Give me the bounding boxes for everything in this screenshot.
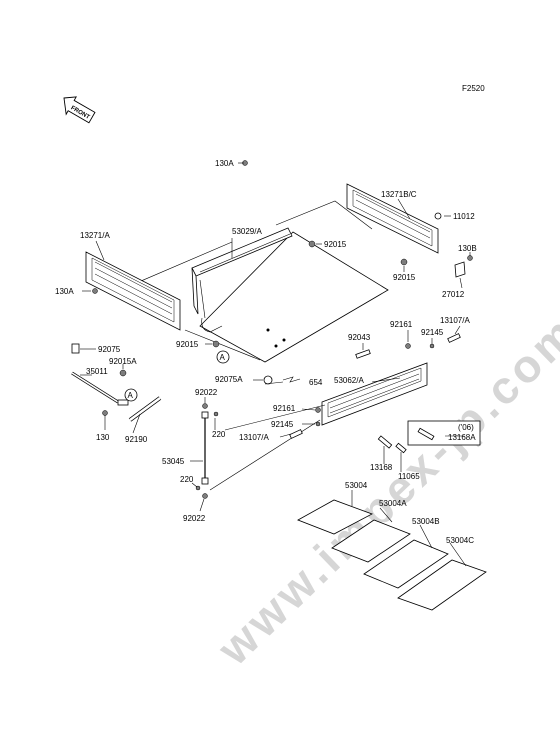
part-label[interactable]: 13168 — [370, 463, 393, 472]
clip-11012-icon — [434, 212, 442, 220]
part-label[interactable]: 53004B — [412, 517, 440, 526]
left-side-panel — [85, 251, 181, 331]
part-label[interactable]: 92015 — [393, 273, 416, 282]
part-label[interactable]: 92075A — [215, 375, 243, 384]
part-label[interactable]: 130 — [96, 433, 110, 442]
cap-92075-icon — [71, 343, 80, 354]
floor-mat-53004C — [397, 559, 487, 611]
stay-rod — [71, 371, 129, 406]
part-label[interactable]: 13271/A — [80, 231, 110, 240]
part-label[interactable]: 92190 — [125, 435, 148, 444]
part-label[interactable]: 92015 — [176, 340, 199, 349]
part-label[interactable]: 53004A — [379, 499, 407, 508]
leader-lines — [80, 162, 471, 567]
nut-92015-center-icon — [308, 240, 316, 248]
part-label[interactable]: 92161 — [390, 320, 413, 329]
bolt-92161-bottom-icon — [315, 407, 321, 413]
part-label[interactable]: 53062/A — [334, 376, 364, 385]
reference-mark-upper: A — [216, 350, 230, 364]
nut-92015-right-icon — [400, 258, 408, 266]
right-side-panel — [346, 183, 439, 254]
front-arrow-icon: FRONT — [63, 96, 96, 124]
part-label[interactable]: 220 — [180, 475, 194, 484]
reference-mark-lower-label: A — [128, 391, 134, 400]
floor-mat-53004B — [363, 539, 449, 589]
bolt-130A-left-icon — [92, 288, 98, 294]
pin-13168-icon — [377, 435, 393, 449]
part-label[interactable]: 13271B/C — [381, 190, 417, 199]
reference-mark-upper-label: A — [220, 353, 226, 362]
spring-654-icon — [282, 376, 301, 383]
floor-mat-53004A — [331, 519, 411, 563]
part-label[interactable]: 53045 — [162, 457, 185, 466]
part-label[interactable]: 92145 — [271, 420, 294, 429]
mat-variant-box: ('06) — [407, 420, 481, 446]
part-label[interactable]: 130A — [55, 287, 74, 296]
bolt-130B-icon — [467, 255, 473, 261]
washer-92022-bottom-icon — [202, 493, 208, 499]
part-label[interactable]: 92075 — [98, 345, 121, 354]
part-label[interactable]: 92161 — [273, 404, 296, 413]
part-label[interactable]: 92015 — [324, 240, 347, 249]
part-label[interactable]: 130A — [215, 159, 234, 168]
part-label[interactable]: 13168A — [448, 433, 476, 442]
part-label[interactable]: 92022 — [183, 514, 206, 523]
cargo-bed-floor — [191, 227, 389, 363]
pin-13107A-bottom-icon — [289, 429, 303, 439]
rod-92190 — [128, 396, 162, 422]
part-label[interactable]: 654 — [309, 378, 323, 387]
part-label[interactable]: 13107/A — [239, 433, 269, 442]
pin-92043-icon — [355, 349, 371, 359]
part-label[interactable]: 220 — [212, 430, 226, 439]
part-label[interactable]: 53004 — [345, 481, 368, 490]
washer-92145-bottom-icon — [315, 421, 321, 427]
part-labels: 130A 13271B/C 11012 130B 27012 92015 530… — [55, 159, 477, 545]
part-label[interactable]: 130B — [458, 244, 477, 253]
pin-13107A-top-icon — [447, 333, 461, 343]
floor-mat-53004 — [297, 499, 373, 535]
mat-box-year-label: ('06) — [458, 423, 474, 432]
cable-53045 — [201, 411, 209, 485]
bolt-220-top-icon — [213, 411, 219, 417]
part-label[interactable]: 53004C — [446, 536, 474, 545]
washer-92145-top-icon — [429, 343, 435, 349]
bracket-27012-icon — [454, 261, 466, 278]
washer-92022-top-icon — [202, 403, 208, 409]
part-label[interactable]: 35011 — [86, 367, 108, 376]
part-label[interactable]: 92043 — [348, 333, 371, 342]
part-label[interactable]: 92022 — [195, 388, 218, 397]
figure-code: F2520 — [462, 84, 485, 93]
nut-92015-left-icon — [212, 340, 220, 348]
part-label[interactable]: 27012 — [442, 290, 465, 299]
clip-11065-icon — [395, 442, 407, 454]
part-label[interactable]: 53029/A — [232, 227, 262, 236]
part-label[interactable]: 92015A — [109, 357, 137, 366]
part-label[interactable]: 11012 — [453, 212, 475, 221]
part-label[interactable]: 92145 — [421, 328, 444, 337]
bolt-130-icon — [102, 410, 108, 425]
bolt-92161-top-icon — [405, 343, 411, 349]
part-label[interactable]: 11065 — [398, 472, 420, 481]
reference-mark-lower: A — [124, 388, 138, 402]
washer-92015A-icon — [119, 369, 127, 377]
part-label[interactable]: 13107/A — [440, 316, 470, 325]
cap-92075A-icon — [263, 375, 273, 385]
tailgate — [321, 362, 428, 426]
